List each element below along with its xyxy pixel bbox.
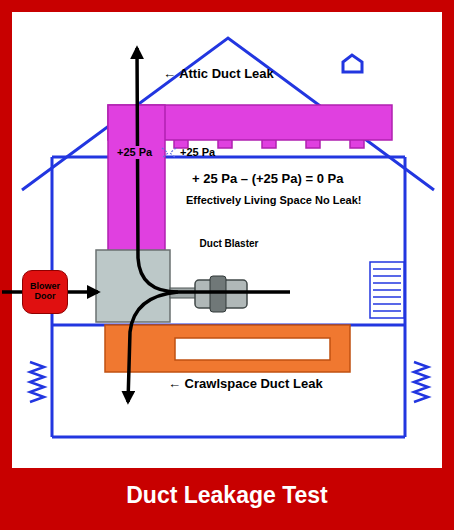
equipment-label: Duct Blaster (198, 238, 260, 250)
node-label: Blower Door (25, 282, 65, 302)
spring-symbol (414, 362, 428, 402)
floor-register (370, 262, 404, 318)
register-slat (373, 268, 401, 270)
frame-inner (12, 12, 442, 468)
airflow-arrow (2, 48, 290, 402)
duct-blaster-fan (170, 276, 247, 312)
attic-duct (108, 105, 392, 252)
equation-label: + 25 Pa – (+25 Pa) = 0 Pa (192, 172, 343, 187)
leak-label: ← Crawlspace Duct Leak (168, 377, 323, 392)
register-slat (373, 289, 401, 291)
pressure-reading: +25 Pa (116, 146, 153, 159)
crawlspace-duct (105, 325, 350, 372)
caption-title: Duct Leakage Test (0, 482, 454, 509)
register-slat (373, 275, 401, 277)
register-slat (373, 310, 401, 312)
register-slat (373, 303, 401, 305)
register-slat (373, 296, 401, 298)
note-label: Effectively Living Space No Leak! (186, 194, 361, 207)
pressure-reading: +25 Pa (180, 146, 215, 159)
pressure-indicator (162, 148, 176, 158)
blower-door: Blower Door (22, 270, 68, 314)
house-outline (22, 38, 434, 437)
register-slat (373, 282, 401, 284)
air-handler (96, 250, 170, 322)
leak-label: ← Attic Duct Leak (163, 67, 274, 82)
spring-symbol (30, 362, 44, 402)
